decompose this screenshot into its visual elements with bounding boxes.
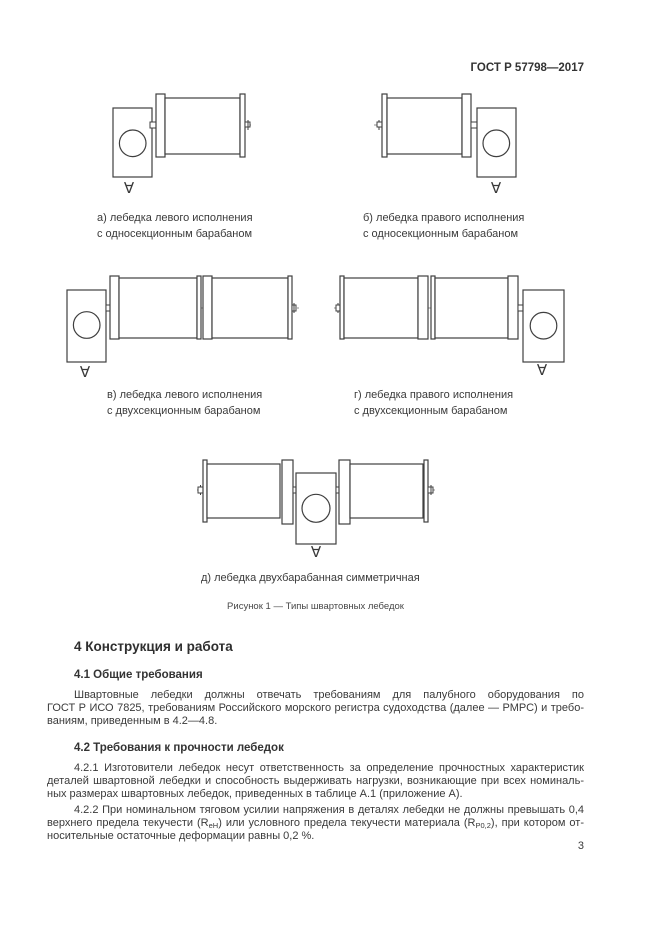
drum-section-2 [349,463,424,519]
drum-support [417,275,429,340]
drum-flange [239,93,246,158]
drum-flange [381,93,388,158]
drum-support [109,275,120,340]
subsection-heading-4-2: 4.2 Требования к прочности лебедок [74,742,284,754]
drum-flange [423,459,429,523]
drum-flange [202,459,208,523]
drum [164,97,241,155]
content-block: 4 Конструкция и работа 4.1 Общие требова… [47,637,584,843]
shaft-stub [517,304,524,312]
drum-flange [196,275,202,340]
drum-section-2 [434,277,509,339]
motor-circle [301,493,331,523]
view-direction-arrow-v: ∀ [79,363,91,381]
drum-section-2 [211,277,289,339]
shaft-stub [197,486,204,494]
drum-support [202,275,213,340]
page-number: 3 [577,840,584,852]
view-direction-arrow-g: ∀ [536,361,548,379]
figure-label-g: г) лебедка правого исполнения с двухсекц… [354,387,513,419]
drum-flange [287,275,293,340]
paragraph-4-2-2-line2-text: ) или условного предела текучести матери… [218,817,476,829]
paragraph-4-2-2-line3: носительные остаточные деформации равны … [47,830,315,842]
winch-drawing-v [66,275,300,363]
paragraph-4-2-1-line3: ных размерах швартовных лебедок, приведе… [47,788,463,800]
yield-strength-subscript: eH [208,821,219,830]
paragraph-4-2-1-line2: деталей швартовной лебедки и способность… [47,775,584,787]
paragraph-4-2-2-line2: верхнего предела текучести (ReH) или усл… [47,817,584,830]
proof-stress-subscript: P0,2 [475,821,491,830]
shaft-stub [335,304,341,312]
figure-caption: Рисунок 1 — Типы швартовных лебедок [227,601,404,612]
paragraph-4-2-2-line1: 4.2.2 При номинальном тяговом усилии нап… [74,804,584,816]
motor-circle [529,311,558,340]
drum-flange [430,275,436,340]
motor-circle [118,129,147,158]
subsection-heading-4-1: 4.1 Общие требования [74,669,203,681]
figure-label-g-line1: г) лебедка правого исполнения [354,389,514,401]
drum-section-1 [206,463,281,519]
drum-support [461,93,472,158]
shaft-stub [149,121,157,129]
section-heading-4: 4 Конструкция и работа [74,639,233,654]
figure-label-v-line2: с двухсекционным барабаном [107,405,261,417]
winch-drawing-d [197,459,435,545]
figure-label-d: д) лебедка двухбарабанная симметричная [201,570,420,586]
motor-circle [72,311,101,339]
view-direction-arrow-d: ∀ [310,543,322,561]
paragraph-4-2-2: 4.2.2 При номинальном тяговом усилии нап… [47,804,584,843]
figure-label-a-line1: а) лебедка левого исполнения [97,212,253,224]
winch-drawing-a [112,93,254,178]
paragraph-4-1-line1: Швартовные лебедки должны отвечать требо… [74,689,584,701]
figure-label-g-line2: с двухсекционным барабаном [354,405,508,417]
drum-support [281,459,294,525]
view-direction-arrow-a: ∀ [123,179,135,197]
figure-label-v: в) лебедка левого исполнения с двухсекци… [107,387,262,419]
motor-circle [482,129,511,158]
drum-flange [339,275,345,340]
paragraph-4-2-1-line1: 4.2.1 Изготовители лебедок несут ответст… [74,762,584,774]
paragraph-4-1-line3: ваниям, приведенным в 4.2—4.8. [47,715,218,727]
drum [386,97,463,155]
drum-section-1 [343,277,419,339]
drum-support [338,459,351,525]
drum-section-1 [118,277,198,339]
document-code: ГОСТ Р 57798—2017 [470,62,584,74]
paragraph-4-2-1: 4.2.1 Изготовители лебедок несут ответст… [47,762,584,801]
figure-label-b: б) лебедка правого исполнения с односекц… [363,210,524,242]
figure-label-b-line1: б) лебедка правого исполнения [363,212,525,224]
figure-label-a: а) лебедка левого исполнения с односекци… [97,210,253,242]
paragraph-4-2-2-line2-text: ), при котором от- [490,817,584,829]
figure-label-b-line2: с односекционным барабаном [363,228,519,240]
shaft-stub [376,121,383,128]
paragraph-4-1-line2: ГОСТ Р ИСО 7825, требованиям Российского… [47,702,584,714]
winch-drawing-g [334,275,565,363]
paragraph-4-1: Швартовные лебедки должны отвечать требо… [47,689,584,728]
figure-label-v-line1: в) лебедка левого исполнения [107,389,263,401]
view-direction-arrow-b: ∀ [490,179,502,197]
shaft-stub [470,121,478,129]
figure-label-d-line1: д) лебедка двухбарабанная симметричная [201,572,420,584]
drum-support [507,275,519,340]
drum-support [155,93,166,158]
winch-drawing-b [374,93,517,178]
figure-label-a-line2: с односекционным барабаном [97,228,253,240]
paragraph-4-2-2-line2-text: верхнего предела текучести (R [47,817,209,829]
